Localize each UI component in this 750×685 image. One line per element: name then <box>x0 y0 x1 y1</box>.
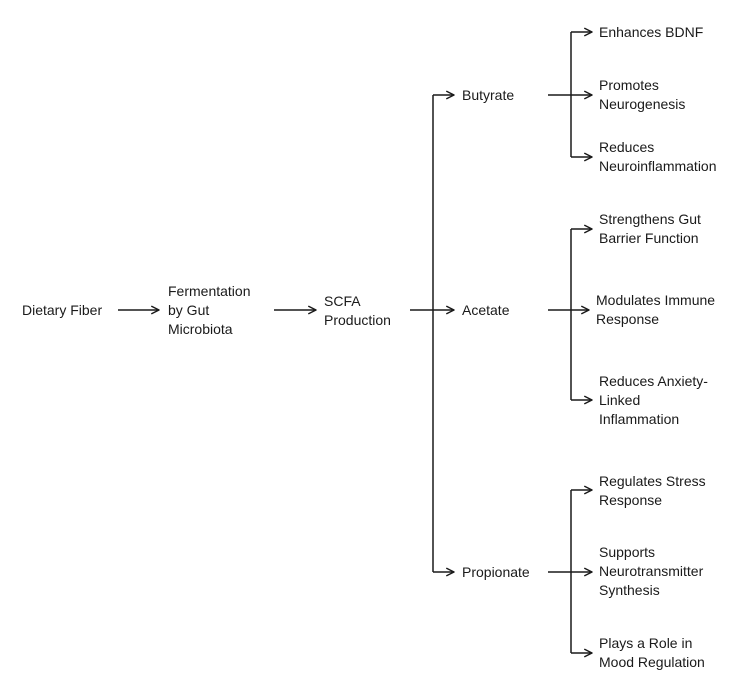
node-label-line: Reduces <box>599 139 655 155</box>
node-strengthens-gut-barrier: Strengthens Gut Barrier Function <box>599 210 701 248</box>
node-label-line: Barrier Function <box>599 230 699 246</box>
node-label-line: Acetate <box>462 302 510 318</box>
node-label-line: Supports <box>599 544 656 560</box>
node-butyrate: Butyrate <box>462 86 514 105</box>
node-scfa-production: SCFA Production <box>324 292 391 330</box>
node-label-line: Neurotransmitter <box>599 563 704 579</box>
node-label-line: Inflammation <box>599 411 680 427</box>
node-promotes-neurogenesis: Promotes Neurogenesis <box>599 76 685 114</box>
node-label-line: by Gut <box>168 302 210 318</box>
node-modulates-immune-response: Modulates Immune Response <box>596 291 715 329</box>
node-acetate: Acetate <box>462 301 509 320</box>
node-label-line: Production <box>324 312 391 328</box>
node-label-line: Response <box>596 311 660 327</box>
node-reduces-neuroinflammation: Reduces Neuroinflammation <box>599 138 717 176</box>
node-enhances-bdnf: Enhances BDNF <box>599 23 703 42</box>
node-label-line: Neuroinflammation <box>599 158 717 174</box>
node-fermentation: Fermentation by Gut Microbiota <box>168 282 250 339</box>
node-label-line: Plays a Role in <box>599 635 693 651</box>
node-regulates-stress-response: Regulates Stress Response <box>599 472 706 510</box>
node-label-line: Linked <box>599 392 641 408</box>
node-label-line: Fermentation <box>168 283 251 299</box>
node-label-line: Modulates Immune <box>596 292 716 308</box>
node-propionate: Propionate <box>462 563 530 582</box>
node-label-line: SCFA <box>324 293 361 309</box>
node-supports-neurotransmitter: Supports Neurotransmitter Synthesis <box>599 543 703 600</box>
node-dietary-fiber: Dietary Fiber <box>22 301 102 320</box>
node-reduces-anxiety-inflammation: Reduces Anxiety- Linked Inflammation <box>599 372 708 429</box>
node-label-line: Strengthens Gut <box>599 211 701 227</box>
node-label-line: Reduces Anxiety- <box>599 373 708 389</box>
node-label-line: Neurogenesis <box>599 96 686 112</box>
node-label-line: Promotes <box>599 77 659 93</box>
node-label-line: Dietary Fiber <box>22 302 103 318</box>
node-label-line: Response <box>599 492 663 508</box>
node-label-line: Butyrate <box>462 87 515 103</box>
node-label-line: Propionate <box>462 564 530 580</box>
node-label-line: Enhances BDNF <box>599 24 704 40</box>
node-plays-role-mood: Plays a Role in Mood Regulation <box>599 634 705 672</box>
node-label-line: Regulates Stress <box>599 473 706 489</box>
node-label-line: Mood Regulation <box>599 654 705 670</box>
node-label-line: Microbiota <box>168 321 233 337</box>
node-label-line: Synthesis <box>599 582 660 598</box>
